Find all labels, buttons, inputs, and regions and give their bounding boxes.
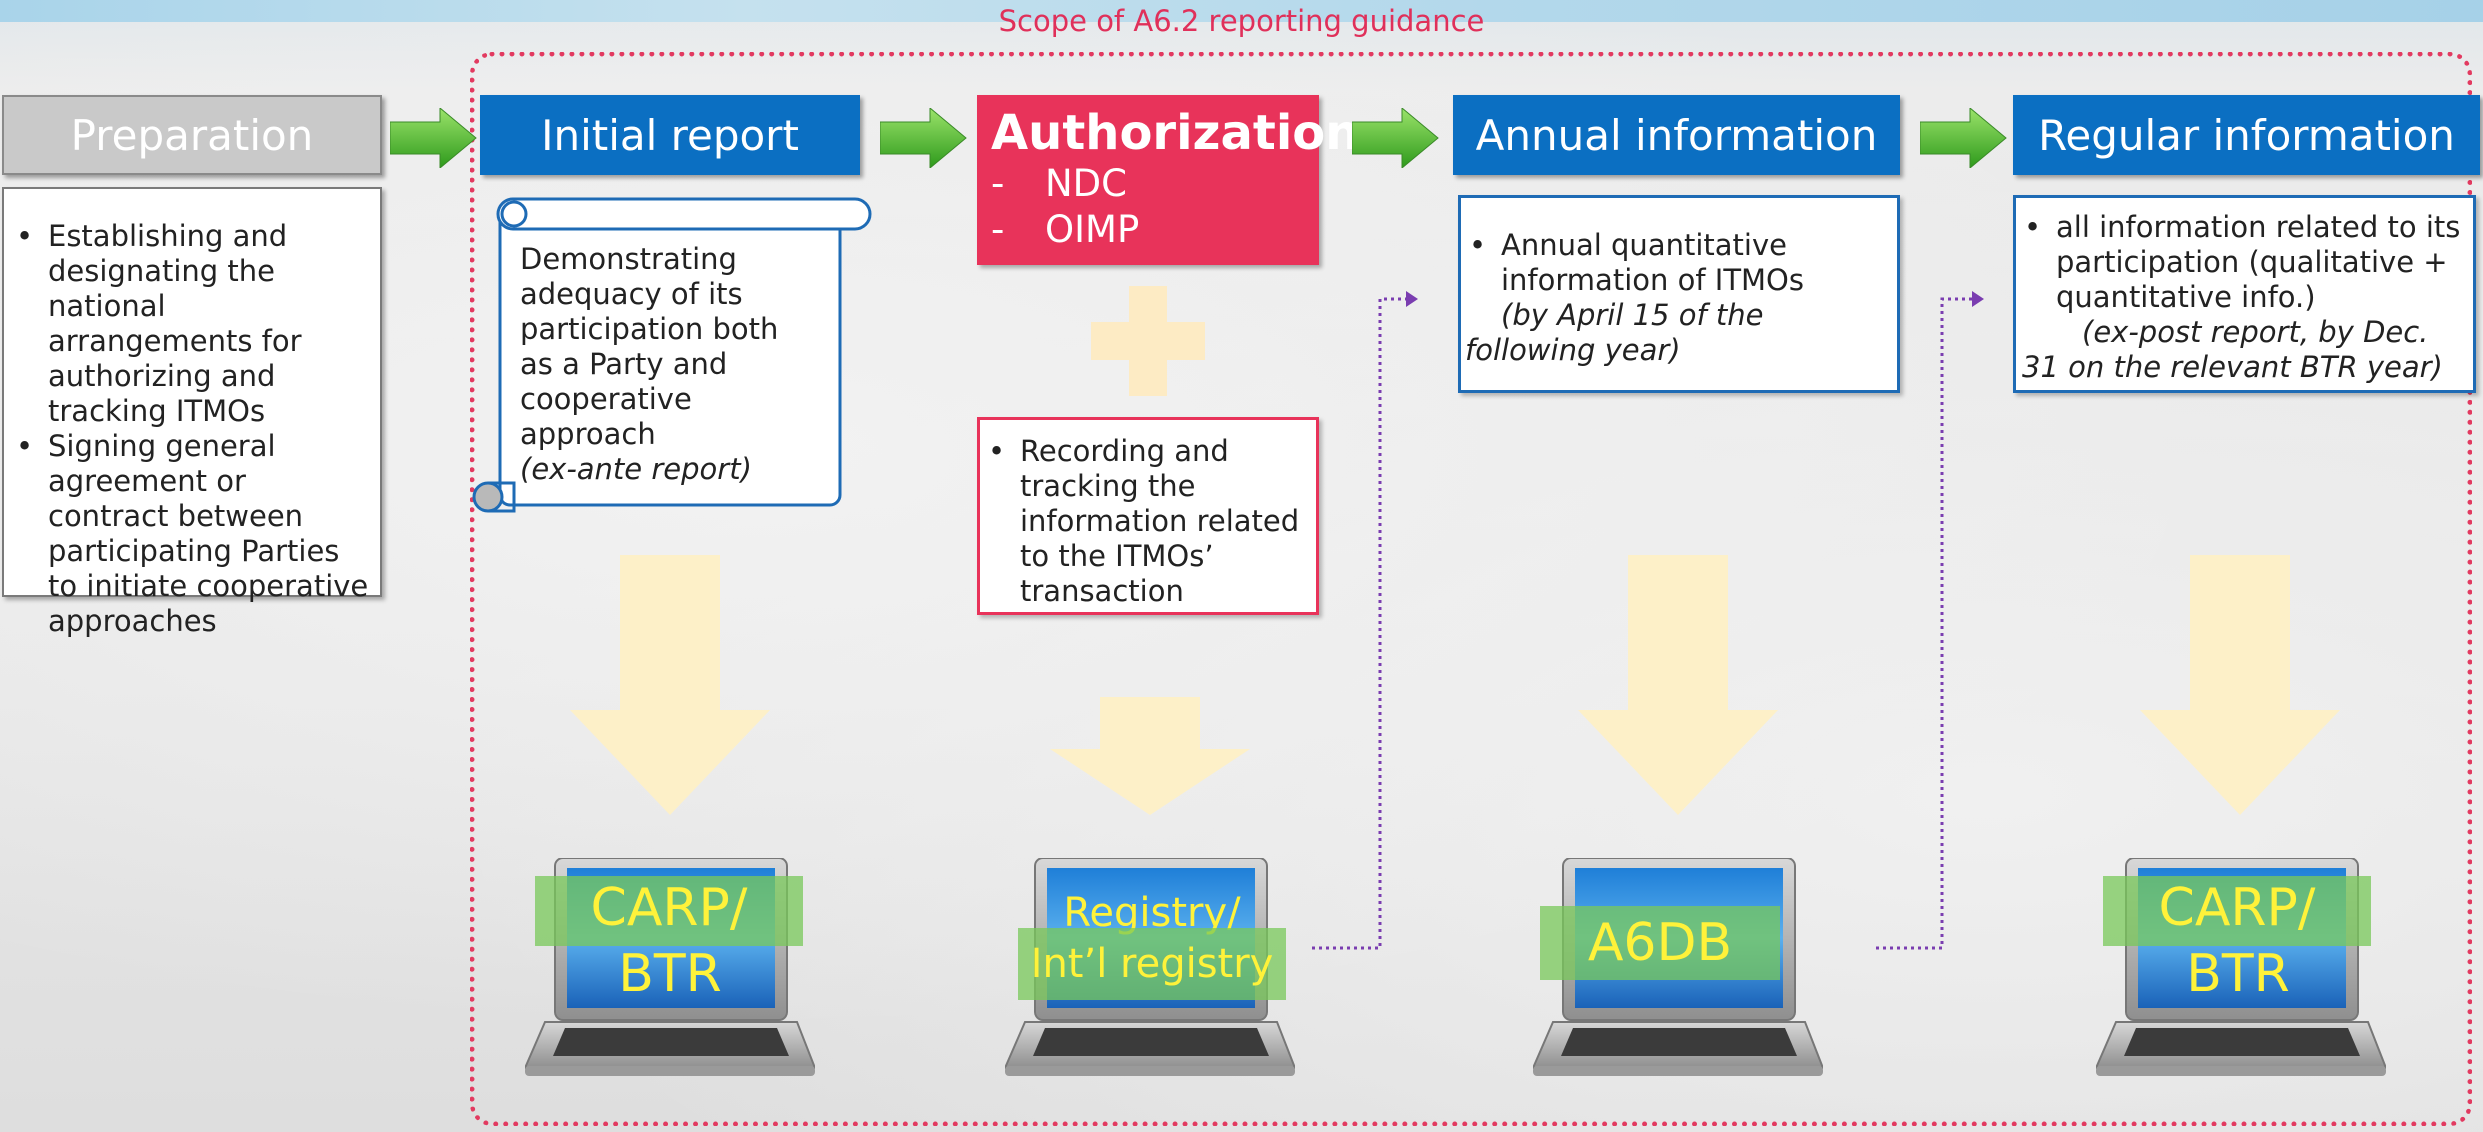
scroll-icon — [472, 197, 872, 513]
header-authorization: Authorization — [991, 105, 1360, 161]
down-arrow-icon — [2140, 555, 2340, 815]
annual-bullet: Annual quantitative information of ITMOs — [1461, 228, 1889, 298]
authorization-text-box: Recording and tracking the information r… — [977, 417, 1319, 615]
scope-title: Scope of A6.2 reporting guidance — [998, 4, 1485, 38]
laptop-label-carp-btr: BTR — [2186, 944, 2290, 1004]
initial-report-text: Demonstrating adequacy of its participat… — [520, 242, 779, 486]
scope-boundary — [470, 52, 2472, 1126]
regular-text-box: all information related to its participa… — [2013, 195, 2476, 393]
regular-note: (ex-post report, by Dec. 31 on the relev… — [2022, 315, 2443, 384]
top-band — [0, 0, 2483, 22]
laptop-label-carp-btr: CARP/ — [2103, 876, 2371, 946]
connector-line — [1312, 291, 1418, 950]
plus-icon — [1091, 286, 1205, 396]
authorization-bullet: Recording and tracking the information r… — [980, 434, 1306, 609]
header-annual-information: Annual information — [1453, 95, 1900, 175]
annual-note: (by April 15 of the following year) — [1465, 298, 1764, 367]
authorization-item-oimp: -OIMP — [991, 208, 1140, 251]
header-initial-report: Initial report — [480, 95, 860, 175]
header-regular-information: Regular information — [2013, 95, 2480, 175]
header-preparation: Preparation — [2, 95, 382, 175]
down-arrow-icon — [1050, 697, 1250, 815]
annual-text-box: Annual quantitative information of ITMOs… — [1458, 195, 1900, 393]
right-arrow-icon — [880, 108, 967, 168]
initial-report-note: (ex-ante report) — [520, 452, 752, 486]
laptop-label-carp-btr: CARP/ — [535, 876, 803, 946]
preparation-bullet: Establishing and designating the nationa… — [8, 219, 372, 429]
laptop-label-a6db: A6DB — [1540, 906, 1780, 980]
right-arrow-icon — [1352, 108, 1439, 168]
preparation-bullet: Signing general agreement or contract be… — [8, 429, 372, 639]
authorization-box: Authorization -NDC -OIMP — [977, 95, 1360, 265]
laptop-label-carp-btr: BTR — [618, 944, 722, 1004]
preparation-text-box: Establishing and designating the nationa… — [2, 187, 382, 638]
down-arrow-icon — [570, 555, 770, 815]
connector-line — [1876, 291, 1984, 950]
down-arrow-icon — [1578, 555, 1778, 815]
right-arrow-icon — [1920, 108, 2007, 168]
laptop-label-registry: Int’l registry — [1018, 928, 1286, 1000]
right-arrow-icon — [390, 108, 477, 168]
regular-bullet: all information related to its participa… — [2016, 210, 2465, 315]
authorization-item-ndc: -NDC — [991, 162, 1128, 205]
